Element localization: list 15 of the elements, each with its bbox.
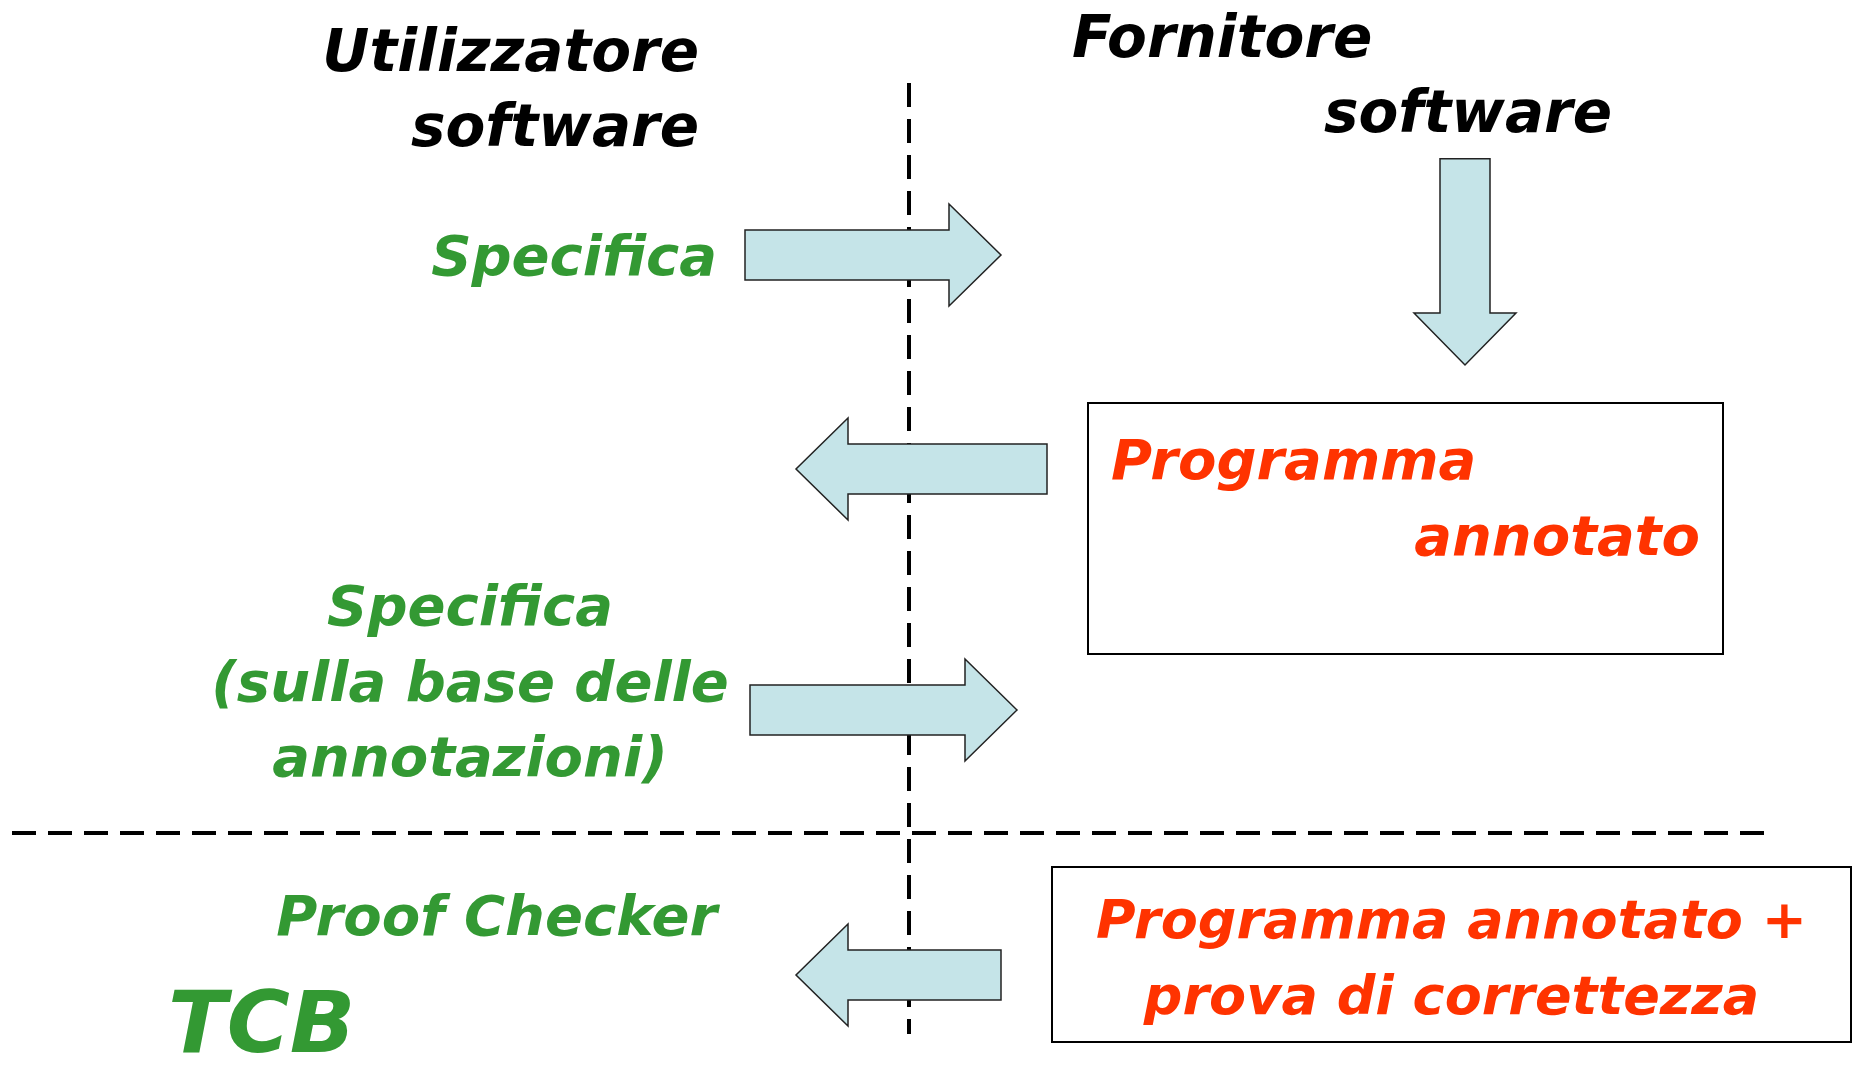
- box-text: Programma annotato + prova di correttezza: [1095, 887, 1808, 1029]
- process-box: [1087, 402, 1724, 655]
- step-label: (sulla base delle annotazioni): [210, 647, 730, 792]
- heading-text: Fornitore software: [1072, 2, 1612, 149]
- step-label: Specifica: [326, 572, 614, 640]
- step-label: Specifica: [430, 222, 717, 290]
- block-arrow: [794, 922, 1002, 1028]
- process-box: [1051, 866, 1852, 1043]
- heading-text: Utilizzatore software: [321, 16, 699, 163]
- box-text: Programma annotato: [1111, 426, 1700, 570]
- tcb-label: TCB: [168, 975, 357, 1070]
- block-arrow: [1412, 158, 1518, 367]
- block-arrow: [749, 657, 1019, 763]
- block-arrow: [744, 202, 1003, 308]
- block-arrow: [794, 416, 1048, 522]
